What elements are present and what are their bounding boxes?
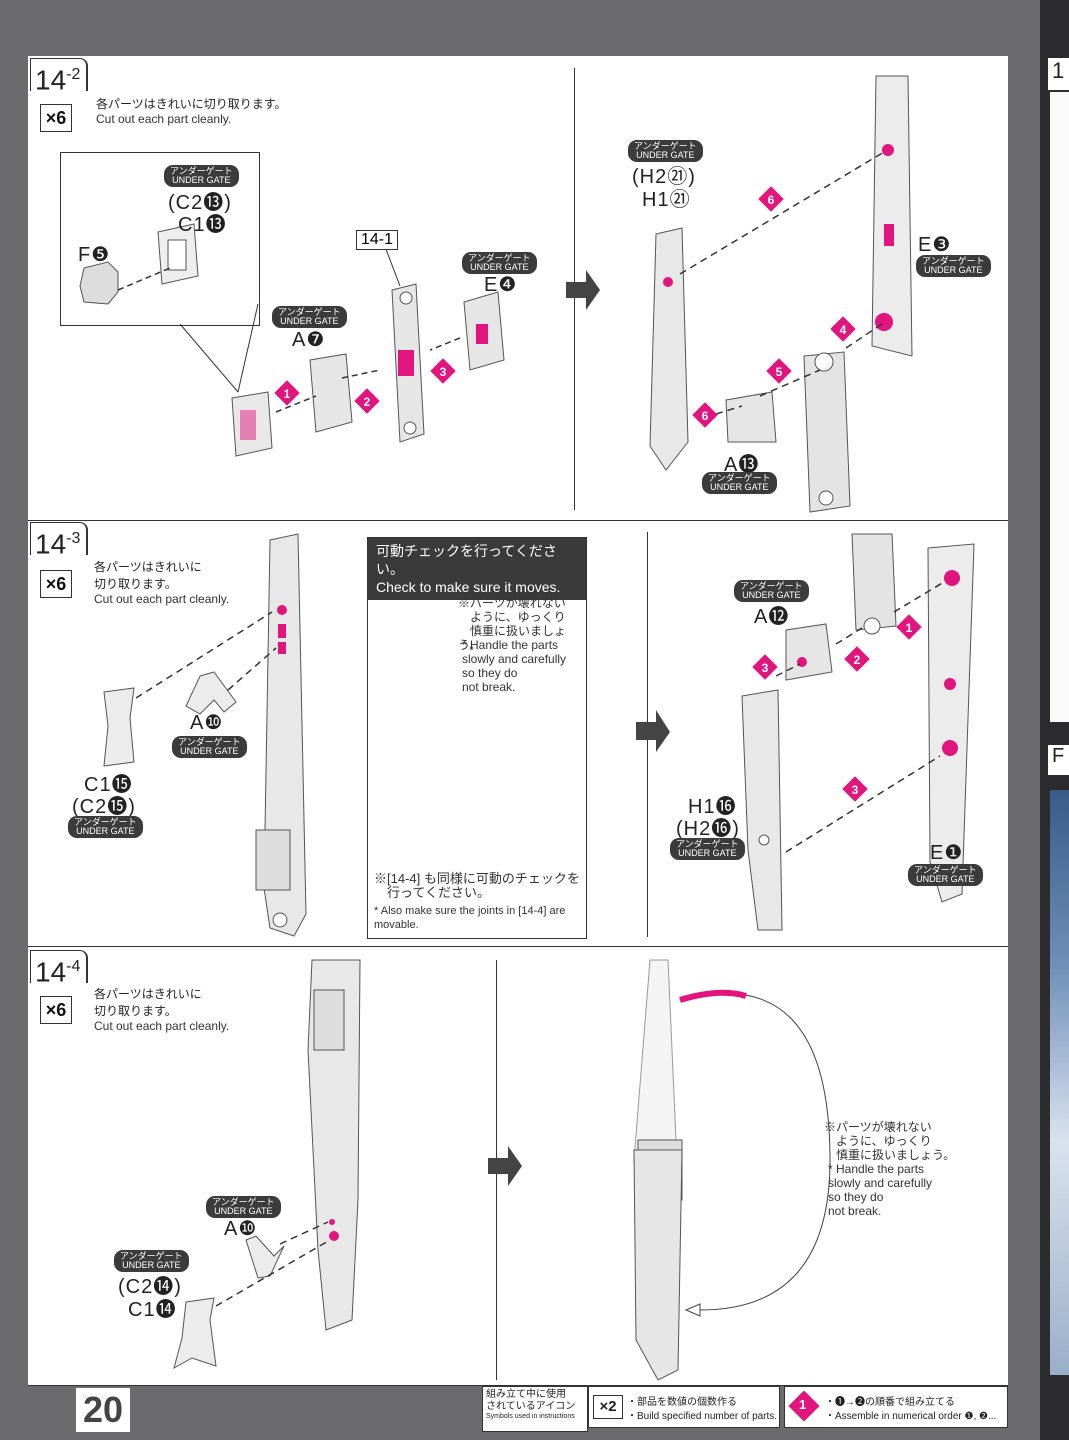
grip-143	[851, 533, 897, 631]
part-label-a12: A⓬	[754, 606, 790, 628]
also-check-en: * Also make sure the joints in [14-4] ar…	[374, 905, 566, 931]
part-label-a7: A❼	[292, 329, 326, 351]
part-label-c2-13: (C2⓭)	[168, 192, 232, 214]
part-label-a10: A❿	[190, 712, 224, 734]
part-c1-15-shape	[103, 687, 135, 767]
quantity-icon: ×2	[593, 1395, 623, 1419]
part-label-c2-14: (C2⓮)	[118, 1276, 182, 1298]
movement-check-header: 可動チェックを行ってください。 Check to make sure it mo…	[368, 538, 586, 600]
caution-144-en: * Handle the parts slowly and carefully …	[828, 1162, 933, 1218]
next-page-edge: 1 F	[1040, 0, 1069, 1440]
part-label-f5: F❺	[78, 244, 111, 266]
part-a10-shape	[185, 671, 237, 715]
legend-order: 1 ・❶→❷の順番で組み立てる ・Assemble in numerical o…	[784, 1386, 1008, 1428]
step-14-4-instruction: 各パーツはきれいに 切り取ります。 Cut out each part clea…	[94, 987, 230, 1033]
svg-text:1: 1	[906, 621, 913, 635]
step-14-3-instruction: 各パーツはきれいに 切り取ります。 Cut out each part clea…	[94, 560, 230, 606]
svg-text:6: 6	[702, 409, 709, 423]
svg-text:1: 1	[284, 387, 291, 401]
part-label-c1-14: C1⓮	[128, 1299, 177, 1321]
part-e3-blade	[871, 75, 913, 357]
part-h1-16-blade	[741, 689, 783, 931]
svg-text:5: 5	[776, 365, 783, 379]
svg-text:3: 3	[852, 783, 859, 797]
edge-tab-top: 1	[1048, 58, 1069, 90]
step-14-3-tag: 14-3	[30, 522, 89, 559]
part-label-a10b: A❿	[224, 1218, 258, 1240]
count-badge: ×6	[40, 104, 72, 132]
part-e1-blade	[927, 543, 975, 903]
part-label-c1-13: C1⓭	[178, 214, 227, 236]
count-badge: ×6	[40, 996, 72, 1024]
part-label-c1-15: C1⓯	[84, 774, 133, 796]
svg-text:2: 2	[854, 653, 861, 667]
count-badge: ×6	[40, 570, 72, 598]
also-check-jp: ※[14-4] も同様に可動のチェックを 行ってください。	[374, 871, 580, 900]
legend-title: 組み立て中に使用 されているアイコン Symbols used in instr…	[482, 1386, 588, 1432]
caution-jp: ※パーツが壊れない ように、ゆっくり 慎重に扱いましょう。	[458, 596, 567, 652]
edge-photo	[1050, 790, 1069, 1375]
movement-check-box: 可動チェックを行ってください。 Check to make sure it mo…	[367, 537, 587, 939]
svg-text:2: 2	[364, 395, 371, 409]
svg-text:6: 6	[768, 193, 775, 207]
part-h1-blade	[649, 227, 689, 471]
part-label-e3: E❸	[918, 234, 952, 256]
part-grip	[803, 351, 851, 513]
svg-text:4: 4	[840, 323, 847, 337]
part-f5-shape	[79, 261, 119, 305]
page-number: 20	[76, 1388, 130, 1432]
edge-white-panel	[1050, 92, 1069, 722]
caution-en: * Handle the parts slowly and carefully …	[462, 638, 567, 694]
swing-blade-main	[633, 1149, 683, 1381]
part-label-e1: E❶	[930, 842, 964, 864]
part-label-a13: A⓭	[724, 454, 760, 476]
part-a7-shape	[309, 353, 353, 433]
part-a13-shape	[725, 391, 777, 443]
swing-arc	[679, 992, 831, 1311]
part-a10b-shape	[245, 1235, 285, 1279]
part-a12-shape	[785, 623, 833, 681]
divider-3	[28, 1385, 1008, 1386]
step-14-4-tag: 14-4	[30, 950, 89, 987]
part-label-h2-21: (H2㉑)	[632, 166, 696, 188]
divider-2	[28, 946, 1008, 947]
divider-1	[28, 520, 1008, 521]
step-14-2-instruction: 各パーツはきれいに切り取ります。 Cut out each part clean…	[96, 97, 287, 126]
part-label-c2-15: (C2⓯)	[72, 796, 136, 818]
legend-quantity: ×2 ・部品を数値の個数作る ・Build specified number o…	[588, 1386, 780, 1428]
reference-14-1: 14-1	[356, 230, 399, 250]
edge-tab-mid: F	[1048, 745, 1069, 775]
part-label-h2-16: (H2⓰)	[676, 818, 740, 840]
part-label-e4: E❹	[484, 274, 518, 296]
part-label-h1-16: H1⓰	[688, 796, 737, 818]
svg-text:3: 3	[762, 661, 769, 675]
caution-144-jp: ※パーツが壊れない ように、ゆっくり 慎重に扱いましょう。	[824, 1120, 956, 1162]
svg-text:3: 3	[440, 365, 447, 379]
part-label-h1-21: H1㉑	[642, 189, 691, 211]
blade-144	[307, 959, 361, 1331]
part-c1-14-shape	[173, 1297, 217, 1370]
step-14-2-tag: 14-2	[30, 58, 89, 95]
